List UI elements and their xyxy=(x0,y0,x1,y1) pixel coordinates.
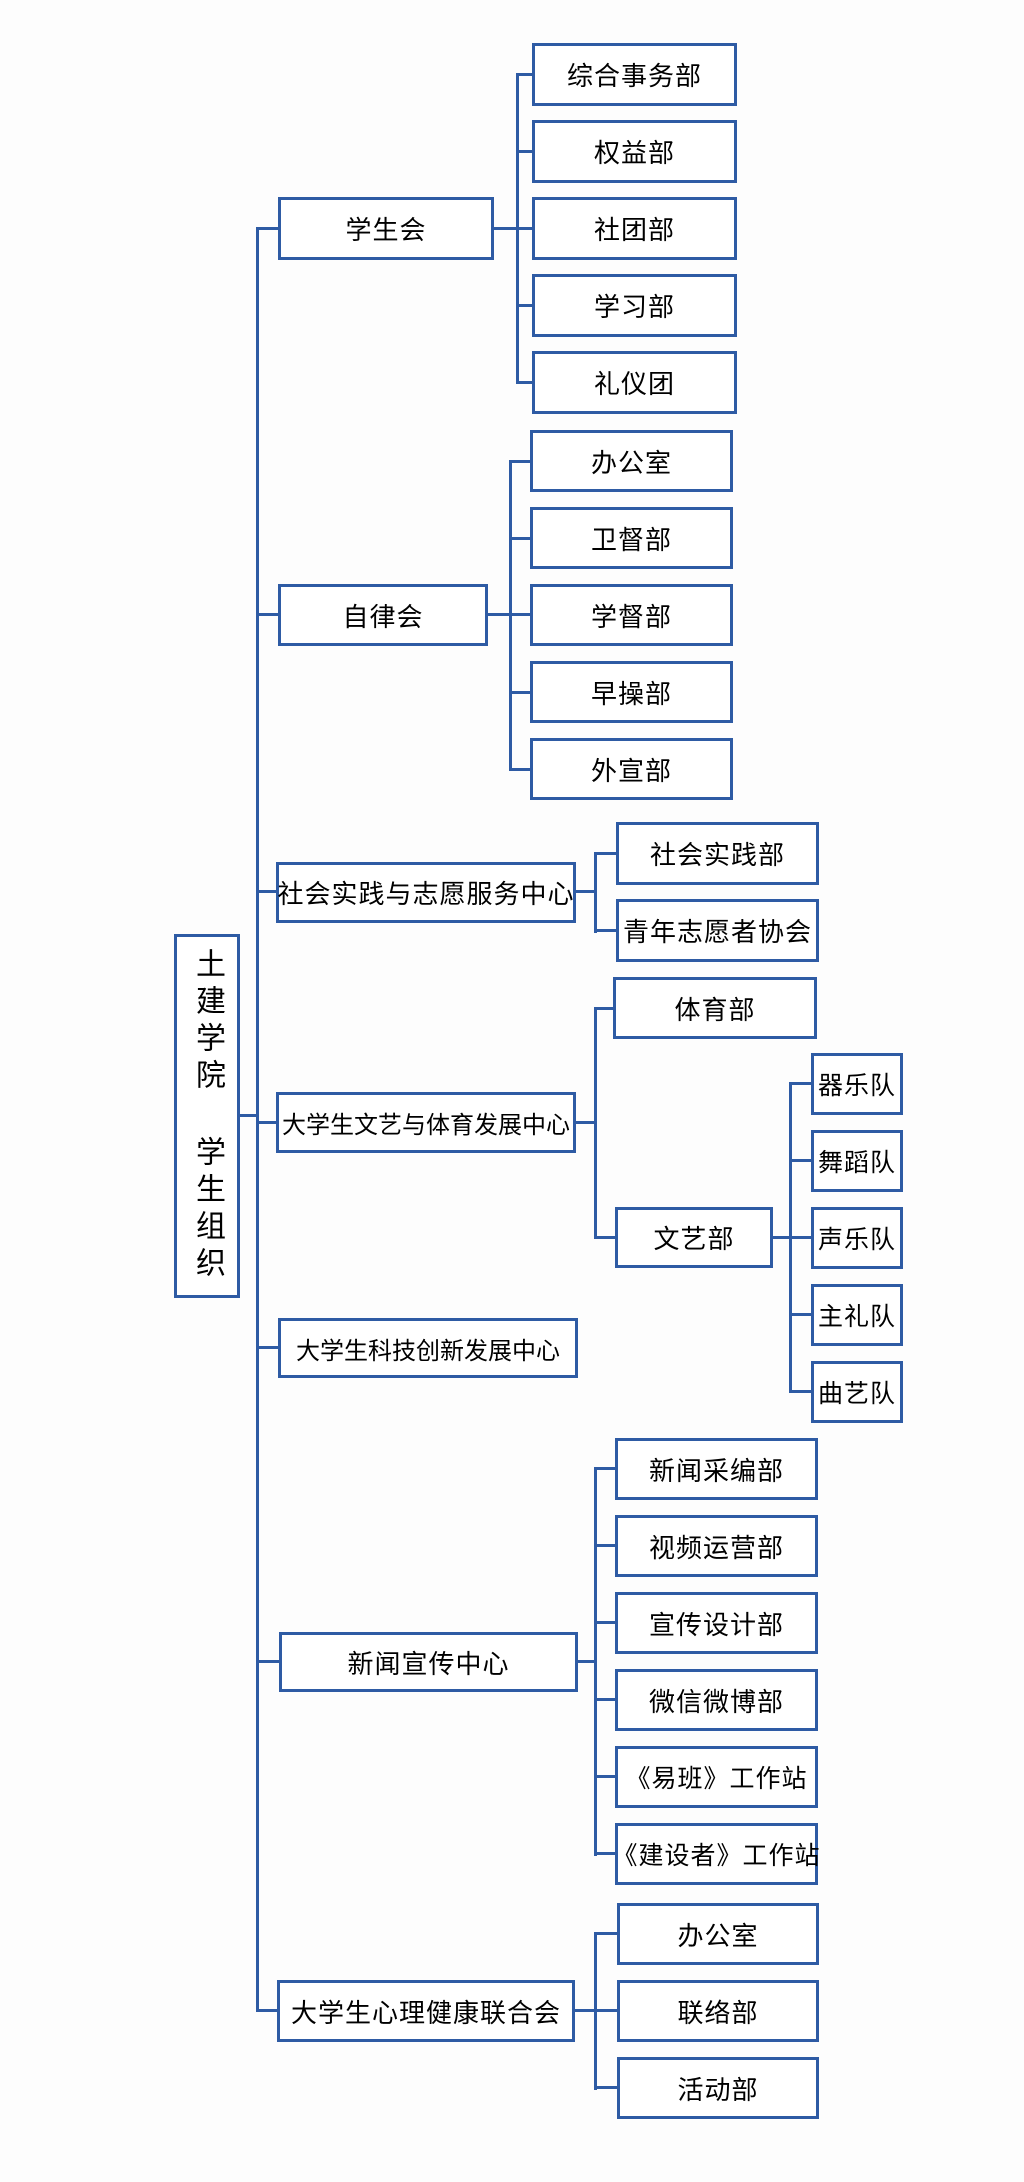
node-rights-dept: 权益部 xyxy=(532,120,737,183)
node-clubs-dept: 社团部 xyxy=(532,197,737,260)
root-node-label: 土建学院 学生组织 xyxy=(191,948,224,1284)
connector-line xyxy=(789,1390,811,1393)
connector-line xyxy=(789,1313,811,1316)
connector-line xyxy=(256,2009,277,2012)
connector-line xyxy=(594,1467,615,1470)
connector-line xyxy=(594,1467,597,1856)
connector-line xyxy=(488,613,509,616)
branch-student-union: 学生会 xyxy=(278,197,494,260)
connector-line xyxy=(789,1159,811,1162)
connector-line xyxy=(256,1121,276,1124)
connector-line xyxy=(494,227,516,230)
connector-line xyxy=(256,890,276,893)
connector-line xyxy=(594,852,597,933)
branch-mental-health-association: 大学生心理健康联合会 xyxy=(277,1980,575,2042)
connector-line xyxy=(240,1114,259,1117)
branch-self-discipline-committee: 自律会 xyxy=(278,584,488,646)
connector-line xyxy=(594,2009,617,2012)
branch-arts-sports-center: 大学生文艺与体育发展中心 xyxy=(276,1092,576,1153)
connector-line xyxy=(594,1698,615,1701)
node-ceremony-team: 主礼队 xyxy=(811,1284,903,1346)
branch-news-publicity-center: 新闻宣传中心 xyxy=(279,1632,578,1692)
node-youth-volunteers-association: 青年志愿者协会 xyxy=(616,899,819,962)
connector-line xyxy=(516,381,532,384)
root-node: 土建学院 学生组织 xyxy=(174,934,240,1298)
node-quyi-team: 曲艺队 xyxy=(811,1361,903,1423)
connector-line xyxy=(575,2009,595,2012)
branch-social-practice-volunteer-center: 社会实践与志愿服务中心 xyxy=(276,862,576,923)
node-arts-dept: 文艺部 xyxy=(615,1207,773,1268)
node-yiban-workstation: 《易班》工作站 xyxy=(615,1746,818,1808)
connector-line xyxy=(509,460,530,463)
node-activities-dept: 活动部 xyxy=(617,2057,819,2119)
node-video-operations-dept: 视频运营部 xyxy=(615,1515,818,1577)
node-builder-workstation: 《建设者》工作站 xyxy=(613,1823,820,1885)
connector-line xyxy=(594,1007,597,1239)
node-sports-dept: 体育部 xyxy=(613,977,817,1039)
node-morning-exercise-dept: 早操部 xyxy=(530,661,733,723)
connector-line xyxy=(516,150,532,153)
connector-line xyxy=(789,1236,811,1239)
node-news-editing-dept: 新闻采编部 xyxy=(615,1438,818,1500)
connector-line xyxy=(256,613,278,616)
node-study-supervision-dept: 学督部 xyxy=(530,584,733,646)
connector-line xyxy=(509,613,530,616)
node-study-dept: 学习部 xyxy=(532,274,737,337)
connector-line xyxy=(594,1621,615,1624)
connector-line xyxy=(516,304,532,307)
node-liaison-dept: 联络部 xyxy=(617,1980,819,2042)
node-external-publicity-dept: 外宣部 xyxy=(530,738,733,800)
node-social-practice-dept: 社会实践部 xyxy=(616,822,819,885)
branch-tech-innovation-center: 大学生科技创新发展中心 xyxy=(278,1318,578,1378)
connector-line xyxy=(594,1932,617,1935)
connector-line xyxy=(576,890,595,893)
node-hygiene-supervision-dept: 卫督部 xyxy=(530,507,733,569)
connector-line xyxy=(509,768,530,771)
node-dance-team: 舞蹈队 xyxy=(811,1130,903,1192)
connector-line xyxy=(509,691,530,694)
connector-line xyxy=(594,2086,617,2089)
node-vocal-team: 声乐队 xyxy=(811,1207,903,1269)
connector-line xyxy=(594,852,616,855)
node-office: 办公室 xyxy=(530,430,733,492)
node-psych-office: 办公室 xyxy=(617,1903,819,1965)
connector-line xyxy=(516,73,532,76)
node-publicity-design-dept: 宣传设计部 xyxy=(615,1592,818,1654)
node-wechat-weibo-dept: 微信微博部 xyxy=(615,1669,818,1731)
connector-line xyxy=(256,1660,279,1663)
node-general-affairs-dept: 综合事务部 xyxy=(532,43,737,106)
connector-line xyxy=(578,1660,595,1663)
connector-line xyxy=(576,1121,595,1124)
connector-line xyxy=(773,1236,790,1239)
connector-line xyxy=(594,1236,615,1239)
connector-line xyxy=(594,929,616,932)
connector-line xyxy=(256,1346,278,1349)
connector-line xyxy=(789,1082,811,1085)
connector-line xyxy=(509,537,530,540)
connector-line xyxy=(594,1544,615,1547)
connector-line xyxy=(256,227,278,230)
connector-line xyxy=(256,227,259,2012)
node-instrumental-team: 器乐队 xyxy=(811,1053,903,1115)
connector-line xyxy=(594,1007,613,1010)
connector-line xyxy=(594,1852,615,1855)
connector-line xyxy=(594,1775,615,1778)
node-etiquette-team: 礼仪团 xyxy=(532,351,737,414)
connector-line xyxy=(516,227,532,230)
